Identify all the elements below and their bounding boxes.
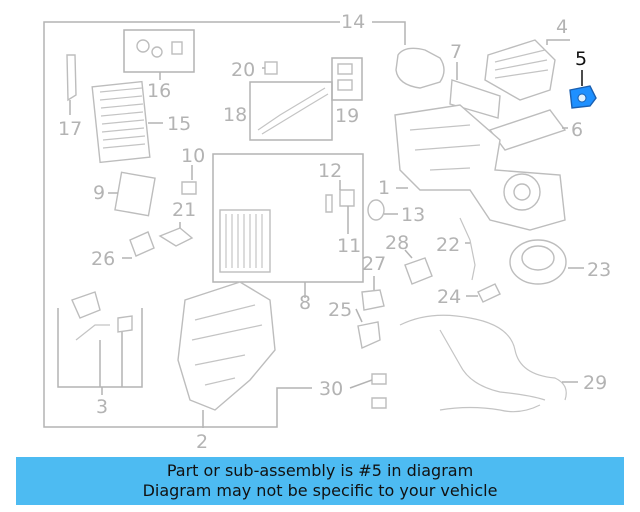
callout-3: 3 (96, 396, 108, 418)
part-11-valve (339, 189, 355, 207)
part-28-bracket (404, 257, 433, 285)
part-8-evaporator (219, 209, 271, 273)
part-7-panel (449, 79, 501, 119)
part-1-hvac-housing (394, 104, 566, 231)
callout-1: 1 (378, 177, 390, 199)
part-25-actuator (357, 321, 381, 350)
callout-28: 28 (385, 232, 409, 254)
callout-16: 16 (147, 80, 171, 102)
part-16-clip (136, 39, 150, 53)
part-17-shape (66, 54, 77, 102)
part-19-box (331, 57, 363, 101)
part-15-heater-core (91, 80, 151, 164)
callout-20: 20 (231, 59, 255, 81)
callout-21: 21 (172, 199, 196, 221)
part-23-blower (509, 239, 567, 285)
part-9-filter (114, 171, 156, 217)
part-16-fastener (171, 41, 183, 55)
callout-12: 12 (318, 160, 342, 182)
banner-line-2: Diagram may not be specific to your vehi… (142, 481, 498, 500)
info-banner: Part or sub-assembly is #5 in diagram Di… (16, 457, 624, 505)
callout-2: 2 (196, 431, 208, 453)
callout-29: 29 (583, 372, 607, 394)
callout-7: 7 (450, 41, 462, 63)
part-19-fitting-b (337, 79, 353, 91)
part-3-piece-a (71, 291, 101, 319)
group-frame-14-right (372, 21, 406, 45)
part-2-lower-housing (177, 281, 276, 411)
callout-19: 19 (335, 105, 359, 127)
banner-line-1: Part or sub-assembly is #5 in diagram (166, 461, 474, 480)
part-22-pipe (459, 217, 476, 281)
part-21-bracket (158, 227, 194, 247)
part-30-fastener-a (371, 373, 387, 385)
group-frame-14 (43, 21, 340, 428)
callout-22: 22 (436, 234, 460, 256)
part-3-piece-b (75, 324, 110, 341)
part-20-clip (264, 61, 278, 75)
part-26-actuator (129, 231, 155, 257)
callout-6: 6 (571, 119, 583, 141)
part-4-housing (484, 39, 556, 101)
callout-13: 13 (401, 204, 425, 226)
part-29-harness (399, 314, 567, 413)
part-6-filter (488, 109, 567, 151)
part-18-pipe (257, 87, 329, 135)
callout-5: 5 (575, 48, 587, 70)
parts-diagram: 1 2 3 4 5 6 7 8 9 10 11 12 13 14 15 16 1… (43, 11, 611, 453)
part-3-piece-c (117, 315, 133, 333)
part-27-actuator (361, 289, 385, 311)
part-8-box (212, 153, 364, 283)
part-16-box (123, 29, 195, 73)
part-14-gasket (395, 47, 445, 89)
callout-17: 17 (58, 118, 82, 140)
callout-24: 24 (437, 286, 461, 308)
part-24-resistor (477, 283, 501, 303)
callout-9: 9 (93, 182, 105, 204)
callout-18: 18 (223, 104, 247, 126)
callout-27: 27 (362, 253, 386, 275)
part-30-fastener-b (371, 397, 387, 409)
callout-8: 8 (299, 292, 311, 314)
callout-10: 10 (181, 145, 205, 167)
part-19-fitting-a (337, 63, 353, 75)
callout-26: 26 (91, 248, 115, 270)
part-10-sensor (181, 181, 197, 195)
part-4-frame (546, 39, 570, 45)
part-18-box (249, 81, 333, 141)
callout-14: 14 (341, 11, 365, 33)
callout-23: 23 (587, 259, 611, 281)
callout-4: 4 (556, 16, 568, 38)
part-16-ring (151, 46, 163, 58)
callout-15: 15 (167, 113, 191, 135)
callout-25: 25 (328, 299, 352, 321)
callout-11: 11 (337, 235, 361, 257)
part-12-clip (325, 194, 333, 213)
part-13-seal (367, 199, 385, 221)
callout-30: 30 (319, 378, 343, 400)
